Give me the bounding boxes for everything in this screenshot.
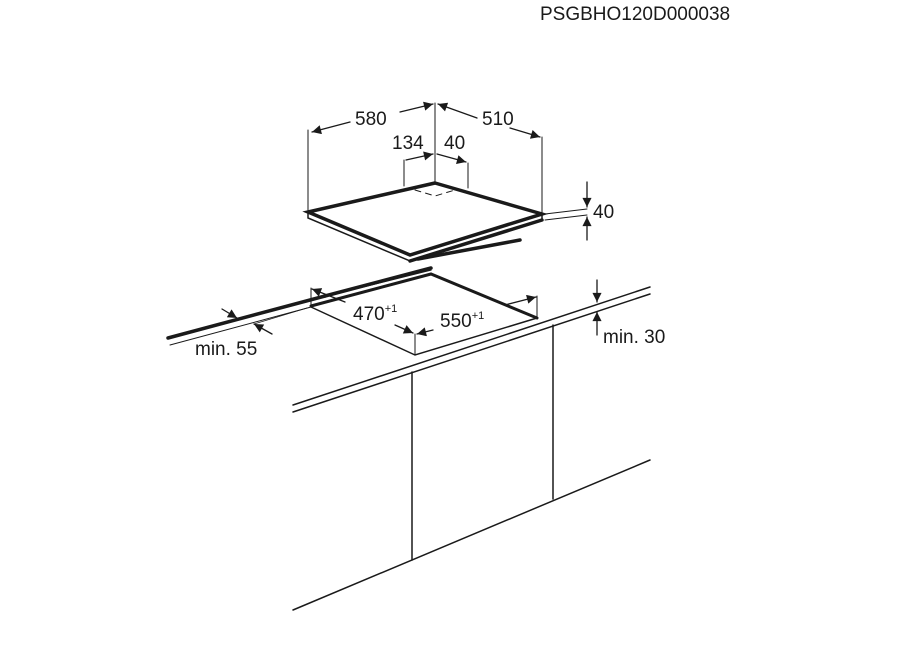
countertop (166, 266, 651, 611)
dim-min-front: min. 55 (195, 339, 257, 360)
cutout-arrows (221, 279, 602, 337)
dim-offset-left: 134 (392, 133, 424, 154)
dim-height: 40 (593, 202, 614, 223)
dim-depth: 510 (482, 109, 514, 130)
product-code: PSGBHO120D000038 (540, 4, 730, 25)
dim-cutout-width: 550+1 (440, 310, 484, 332)
extension-lines (307, 102, 588, 221)
hob-outline (302, 181, 549, 263)
dim-width: 580 (355, 109, 387, 130)
dim-min-thickness: min. 30 (603, 327, 665, 348)
dim-offset-right: 40 (444, 133, 465, 154)
dim-cutout-depth: 470+1 (353, 303, 397, 325)
dimension-arrows (311, 101, 592, 241)
